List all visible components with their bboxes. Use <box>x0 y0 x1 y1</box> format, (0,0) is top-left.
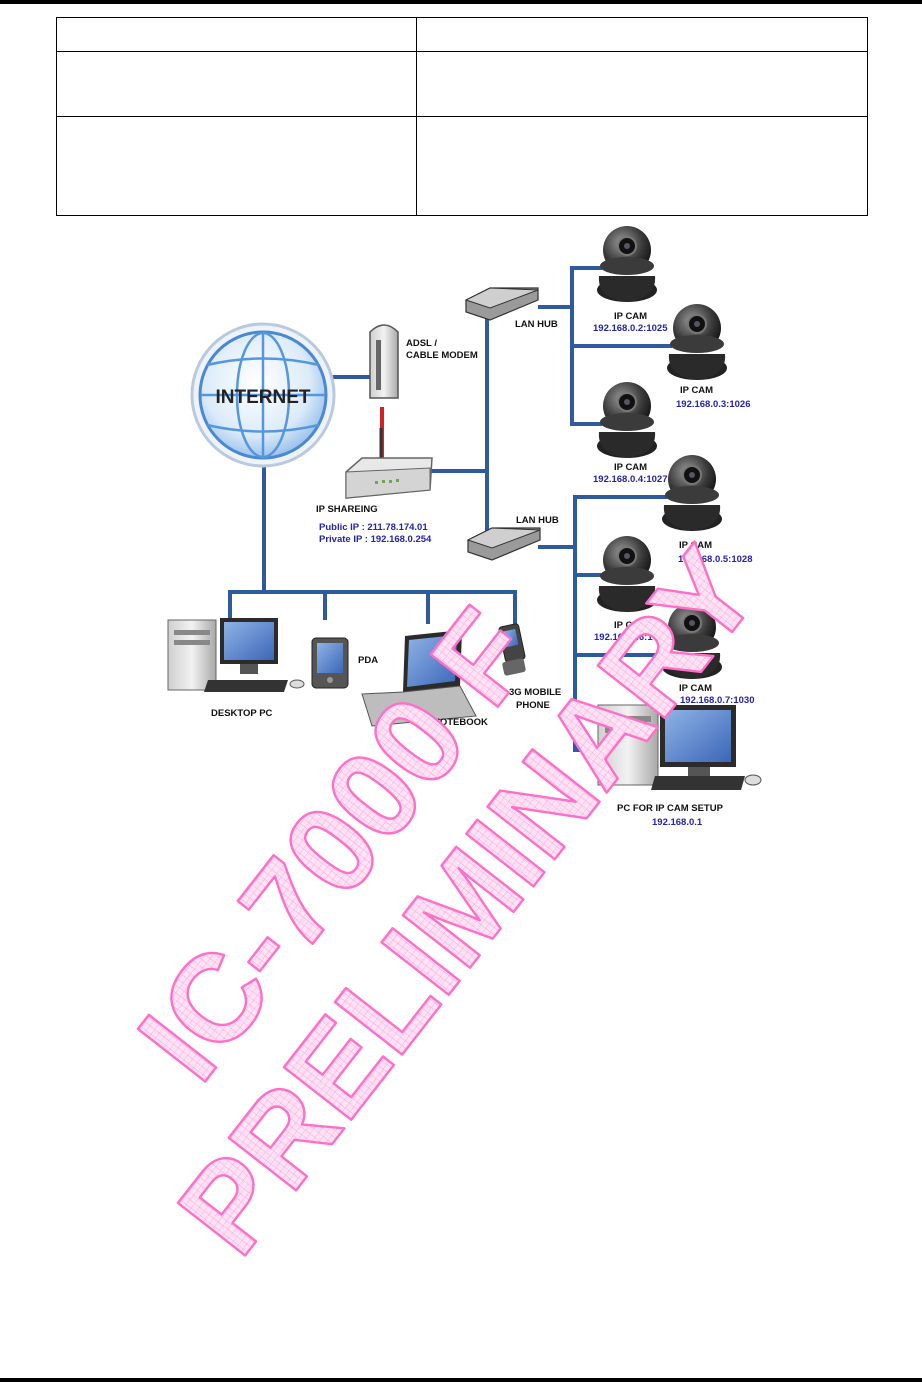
table-cell <box>56 51 417 117</box>
cam-1-label: IP CAM <box>614 311 647 322</box>
ip-cam-icon <box>667 304 727 380</box>
bottom-rule <box>0 1378 922 1382</box>
table-cell <box>56 116 417 216</box>
cam-3-ip: 192.168.0.4:1027 <box>593 474 667 485</box>
lan-hub-icon <box>464 287 539 321</box>
ip-sharing-label: IP SHAREING <box>316 504 378 515</box>
table-row <box>56 51 868 117</box>
pda-icon <box>311 637 349 689</box>
cam-6-ip: 192.168.0.7:1030 <box>680 695 754 706</box>
mobile-label-line1: 3G MOBILE <box>509 687 561 698</box>
spec-table <box>56 17 868 216</box>
table-cell <box>416 51 868 117</box>
internet-globe-icon <box>190 322 336 468</box>
ip-cam-icon <box>597 226 657 302</box>
cam-5-label: IP CAM <box>614 620 647 631</box>
setup-pc-icon <box>597 704 762 790</box>
setup-pc-ip: 192.168.0.1 <box>652 817 703 828</box>
connection-lines <box>228 266 672 752</box>
mobile-phone-icon <box>498 623 526 676</box>
ip-cam-icon <box>597 536 657 612</box>
table-row <box>56 116 868 216</box>
desktop-pc-label: DESKTOP PC <box>211 708 273 719</box>
modem-label-line2: CABLE MODEM <box>406 350 478 361</box>
router-icon <box>345 428 433 499</box>
pda-label: PDA <box>358 655 378 666</box>
private-ip: Private IP : 192.168.0.254 <box>319 534 432 545</box>
ip-cam-icon <box>662 455 722 531</box>
public-ip: Public IP : 211.78.174.01 <box>319 522 428 533</box>
lan-hub-icon <box>466 527 541 561</box>
lan-hub-2-label: LAN HUB <box>516 515 559 526</box>
cam-2-ip: 192.168.0.3:1026 <box>676 399 750 410</box>
modem-icon <box>369 324 399 399</box>
internet-label: INTERNET <box>216 387 311 408</box>
cam-5-ip: 192.168.0.6:1029 <box>594 632 668 643</box>
ip-cam-icon <box>662 603 722 679</box>
setup-pc-label: PC FOR IP CAM SETUP <box>617 803 724 814</box>
cam-4-ip: 192.168.0.5:1028 <box>678 554 752 565</box>
table-cell <box>416 116 868 216</box>
cam-6-label: IP CAM <box>679 683 712 694</box>
cam-2-label: IP CAM <box>680 385 713 396</box>
cam-1-ip: 192.168.0.2:1025 <box>593 323 668 334</box>
cam-3-label: IP CAM <box>614 462 647 473</box>
modem-label-line1: ADSL / <box>406 338 437 349</box>
ip-cam-icon <box>597 382 657 458</box>
notebook-icon <box>361 630 477 727</box>
mobile-label-line2: PHONE <box>516 700 550 711</box>
lan-hub-1-label: LAN HUB <box>515 319 558 330</box>
desktop-pc-icon <box>167 618 305 692</box>
cam-4-label: IP CAM <box>679 540 712 551</box>
top-rule <box>0 0 922 4</box>
notebook-label: NOTEBOOK <box>433 717 488 728</box>
